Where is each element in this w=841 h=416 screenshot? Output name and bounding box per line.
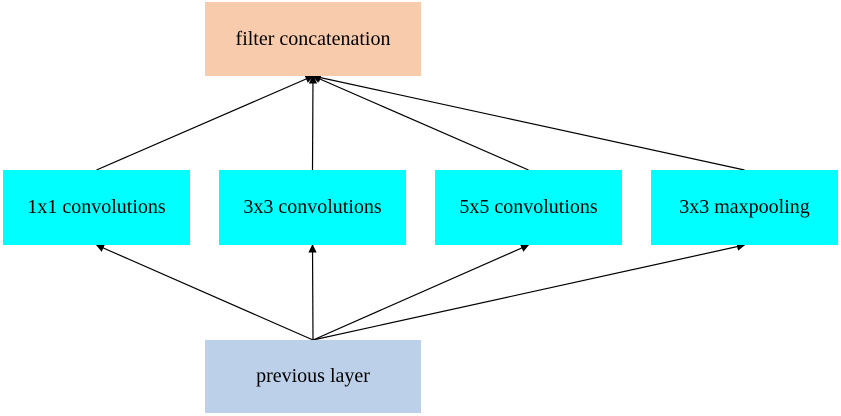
edge-prev-to-c5x5 (312, 244, 530, 341)
edge-prev-to-c3x3 (308, 244, 317, 341)
conv-5x5-label: 5x5 convolutions (459, 196, 598, 218)
previous-layer-node: previous layer (205, 340, 421, 413)
edge-c3x3-to-concat (308, 75, 318, 171)
edge-prev-to-c1x1 (95, 244, 314, 341)
conv-3x3-label: 3x3 convolutions (243, 196, 382, 218)
conv-1x1-label: 1x1 convolutions (27, 196, 166, 218)
maxpool-3x3-node: 3x3 maxpooling (651, 170, 838, 245)
edge-pool-to-concat (312, 73, 745, 171)
conv-1x1-node: 1x1 convolutions (3, 170, 190, 245)
conv-3x3-node: 3x3 convolutions (219, 170, 406, 245)
maxpool-3x3-label: 3x3 maxpooling (679, 196, 810, 218)
filter-concatenation-label: filter concatenation (235, 27, 391, 50)
edge-c1x1-to-concat (96, 75, 314, 171)
previous-layer-label: previous layer (256, 365, 370, 387)
edge-c5x5-to-concat (312, 75, 529, 171)
edge-prev-to-pool (312, 242, 746, 341)
filter-concatenation-node: filter concatenation (205, 2, 421, 76)
conv-5x5-node: 5x5 convolutions (435, 170, 622, 245)
